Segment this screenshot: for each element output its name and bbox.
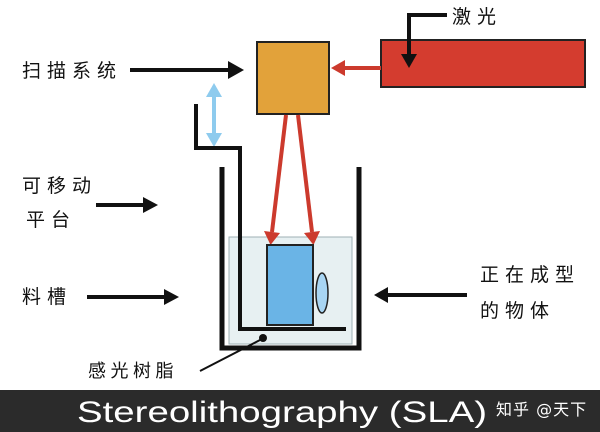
laser-to-scanner-beam	[331, 60, 381, 76]
platform-motion-down-arrowhead	[206, 133, 222, 147]
forming-object-body	[266, 244, 314, 326]
forming-object-callout: 正在成型 的物体	[374, 264, 580, 322]
forming-object	[266, 244, 329, 326]
resin-callout: 感光树脂	[88, 334, 267, 382]
resin-tank	[219, 167, 362, 351]
platform-motion-arrow	[206, 83, 222, 147]
scan-system	[256, 41, 330, 115]
laser-source	[380, 39, 586, 88]
resin-pointer-line	[199, 339, 261, 372]
forming-object-arrowhead	[374, 287, 388, 303]
forming-object-side	[315, 272, 329, 314]
laser-beam-arrowhead	[331, 60, 345, 76]
resin-label: 感光树脂	[88, 361, 178, 382]
scan-beam-right-arrowhead	[304, 231, 320, 245]
resin-pointer-dot	[259, 334, 267, 342]
scan-beam-right-line	[296, 114, 314, 233]
movable-platform-label-line2: 平台	[26, 209, 76, 231]
laser-box	[380, 39, 586, 88]
scan-system-callout: 扫描系统	[22, 60, 244, 82]
scanner-box	[256, 41, 330, 115]
laser-label: 激光	[452, 6, 502, 28]
movable-platform-callout: 可移动 平台	[22, 175, 158, 231]
footer-watermark: 知乎 @天下	[496, 400, 587, 419]
footer-background	[0, 390, 600, 432]
footer-title: Stereolithography (SLA)	[77, 396, 487, 429]
forming-object-label-line1: 正在成型	[480, 264, 580, 286]
laser-pointer-line	[407, 13, 447, 55]
movable-platform-label-line1: 可移动	[22, 175, 97, 197]
movable-platform	[194, 104, 346, 331]
scan-beam-left-arrowhead	[264, 231, 280, 245]
tank-arrowhead	[164, 289, 179, 305]
platform-motion-up-arrowhead	[206, 83, 222, 97]
scan-beams	[264, 114, 320, 245]
scan-system-arrowhead	[228, 61, 244, 79]
scan-system-label: 扫描系统	[22, 60, 122, 82]
forming-object-label-line2: 的物体	[480, 300, 555, 322]
movable-platform-arrowhead	[143, 197, 158, 213]
laser-callout: 激光	[401, 6, 502, 68]
laser-pointer-arrowhead	[401, 54, 417, 68]
tank-callout: 料槽	[22, 286, 179, 308]
tank-label: 料槽	[22, 286, 72, 308]
scan-beam-left-line	[270, 114, 288, 233]
footer: Stereolithography (SLA) 知乎 @天下	[0, 390, 600, 432]
